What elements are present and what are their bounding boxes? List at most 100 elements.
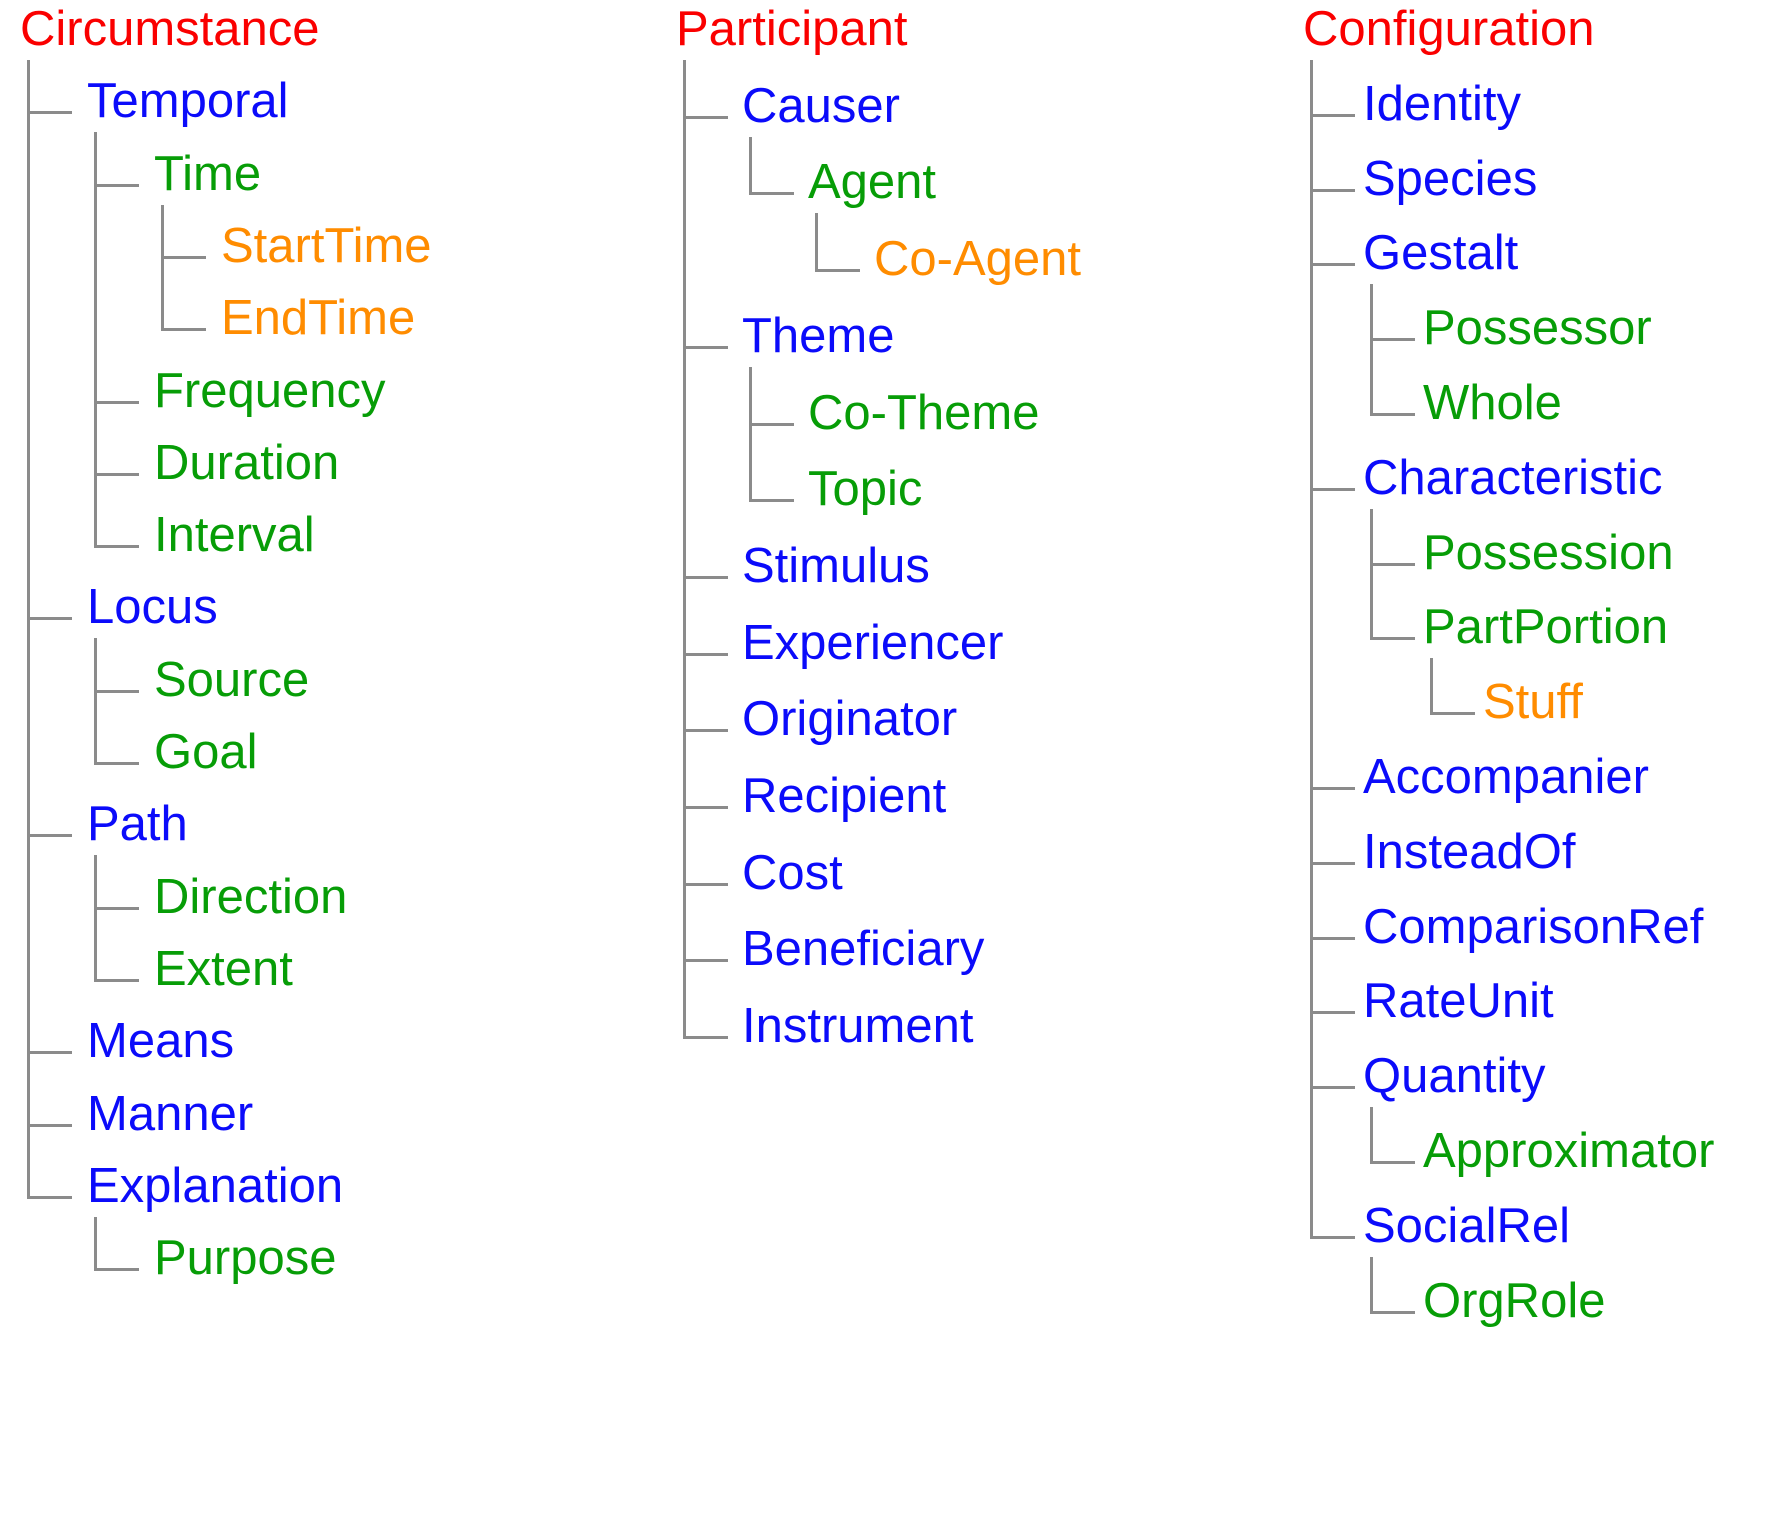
tree-hline-means (27, 1051, 72, 1055)
tree-vline-temporal (94, 132, 97, 549)
node-experiencer: Experiencer (742, 615, 1004, 670)
node-temporal: Temporal (87, 74, 289, 129)
node-theme: Theme (742, 308, 895, 363)
node-agent: Agent (808, 155, 937, 210)
node-rateunit: RateUnit (1363, 974, 1554, 1029)
tree-hline-gestalt (1310, 263, 1355, 267)
tree-vline-path (94, 855, 97, 982)
tree-hline-agent (749, 192, 794, 196)
node-socialrel: SocialRel (1363, 1198, 1570, 1253)
tree-hline-explanation (27, 1195, 72, 1199)
node-time: Time (154, 146, 262, 201)
tree-hline-comparisonref (1310, 936, 1355, 940)
node-starttime: StartTime (221, 218, 432, 273)
tree-hline-originator (683, 729, 728, 733)
node-gestalt: Gestalt (1363, 226, 1519, 281)
tree-hline-topic (749, 499, 794, 503)
tree-hline-interval (94, 545, 139, 549)
tree-vline-agent (815, 213, 818, 273)
tree-hline-socialrel (1310, 1235, 1355, 1239)
node-goal: Goal (154, 725, 258, 779)
tree-hline-rateunit (1310, 1011, 1355, 1015)
node-duration: Duration (154, 435, 340, 490)
tree-vline-characteristic (1370, 508, 1373, 641)
tree-vline-circumstance (27, 60, 30, 1199)
tree-hline-partportion (1370, 637, 1415, 641)
tree-vline-time (161, 204, 164, 332)
tree-hline-manner (27, 1123, 72, 1127)
tree-hline-stuff (1430, 712, 1475, 716)
node-approximator: Approximator (1423, 1124, 1715, 1178)
node-explanation: Explanation (87, 1158, 344, 1213)
node-possession: Possession (1423, 525, 1674, 580)
node-comparisonref: ComparisonRef (1363, 899, 1704, 954)
tree-hline-extent (94, 978, 139, 982)
node-species: Species (1363, 151, 1538, 206)
node-configuration: Configuration (1303, 2, 1595, 56)
tree-vline-quantity (1370, 1107, 1373, 1164)
node-topic: Topic (808, 462, 923, 517)
node-stimulus: Stimulus (742, 538, 930, 593)
node-partportion: PartPortion (1423, 600, 1669, 655)
node-beneficiary: Beneficiary (742, 922, 985, 977)
tree-hline-temporal (27, 111, 72, 115)
tree-vline-partportion (1430, 658, 1433, 716)
tree-hline-approximator (1370, 1161, 1415, 1164)
node-originator: Originator (742, 692, 958, 747)
node-interval: Interval (154, 508, 315, 563)
node-instrument: Instrument (742, 999, 974, 1054)
tree-hline-insteadof (1310, 861, 1355, 865)
tree-hline-co-theme (749, 422, 794, 426)
node-accompanier: Accompanier (1363, 750, 1649, 804)
node-stuff: Stuff (1483, 675, 1583, 730)
node-insteadof: InsteadOf (1363, 824, 1576, 879)
node-cost: Cost (742, 845, 843, 900)
node-endtime: EndTime (221, 291, 416, 346)
node-locus: Locus (87, 580, 218, 635)
tree-hline-orgrole (1370, 1310, 1415, 1314)
tree-hline-stimulus (683, 575, 728, 579)
tree-hline-goal (94, 762, 139, 765)
tree-hline-purpose (94, 1268, 139, 1272)
node-quantity: Quantity (1363, 1049, 1546, 1104)
tree-hline-accompanier (1310, 787, 1355, 790)
tree-vline-locus (94, 638, 97, 765)
tree-hline-causer (683, 115, 728, 119)
node-manner: Manner (87, 1086, 254, 1141)
node-characteristic: Characteristic (1363, 450, 1663, 505)
tree-hline-direction (94, 906, 139, 910)
node-co-theme: Co-Theme (808, 385, 1040, 440)
node-circumstance: Circumstance (20, 2, 320, 56)
tree-hline-cost (683, 882, 728, 886)
node-purpose: Purpose (154, 1231, 337, 1286)
tree-hline-frequency (94, 400, 139, 404)
node-orgrole: OrgRole (1423, 1273, 1606, 1328)
tree-hline-beneficiary (683, 959, 728, 963)
tree-hline-recipient (683, 806, 728, 809)
tree-vline-theme (749, 366, 752, 503)
node-direction: Direction (154, 869, 348, 924)
node-co-agent: Co-Agent (874, 232, 1082, 287)
tree-vline-configuration (1310, 60, 1313, 1239)
node-participant: Participant (676, 2, 908, 56)
node-source: Source (154, 652, 310, 707)
node-extent: Extent (154, 941, 293, 996)
tree-hline-possession (1370, 562, 1415, 566)
node-possessor: Possessor (1423, 301, 1652, 356)
tree-hline-instrument (683, 1036, 728, 1040)
tree-hline-locus (27, 617, 72, 621)
tree-hline-identity (1310, 113, 1355, 117)
tree-vline-explanation (94, 1216, 97, 1272)
tree-hline-endtime (161, 328, 206, 332)
tree-hline-experiencer (683, 652, 728, 656)
tree-hline-theme (683, 345, 728, 349)
node-means: Means (87, 1014, 235, 1069)
tree-vline-participant (683, 60, 686, 1040)
tree-vline-socialrel (1370, 1256, 1373, 1314)
node-whole: Whole (1423, 376, 1562, 430)
node-causer: Causer (742, 78, 900, 133)
tree-hline-species (1310, 188, 1355, 192)
tree-hline-duration (94, 472, 139, 476)
tree-hline-quantity (1310, 1086, 1355, 1090)
